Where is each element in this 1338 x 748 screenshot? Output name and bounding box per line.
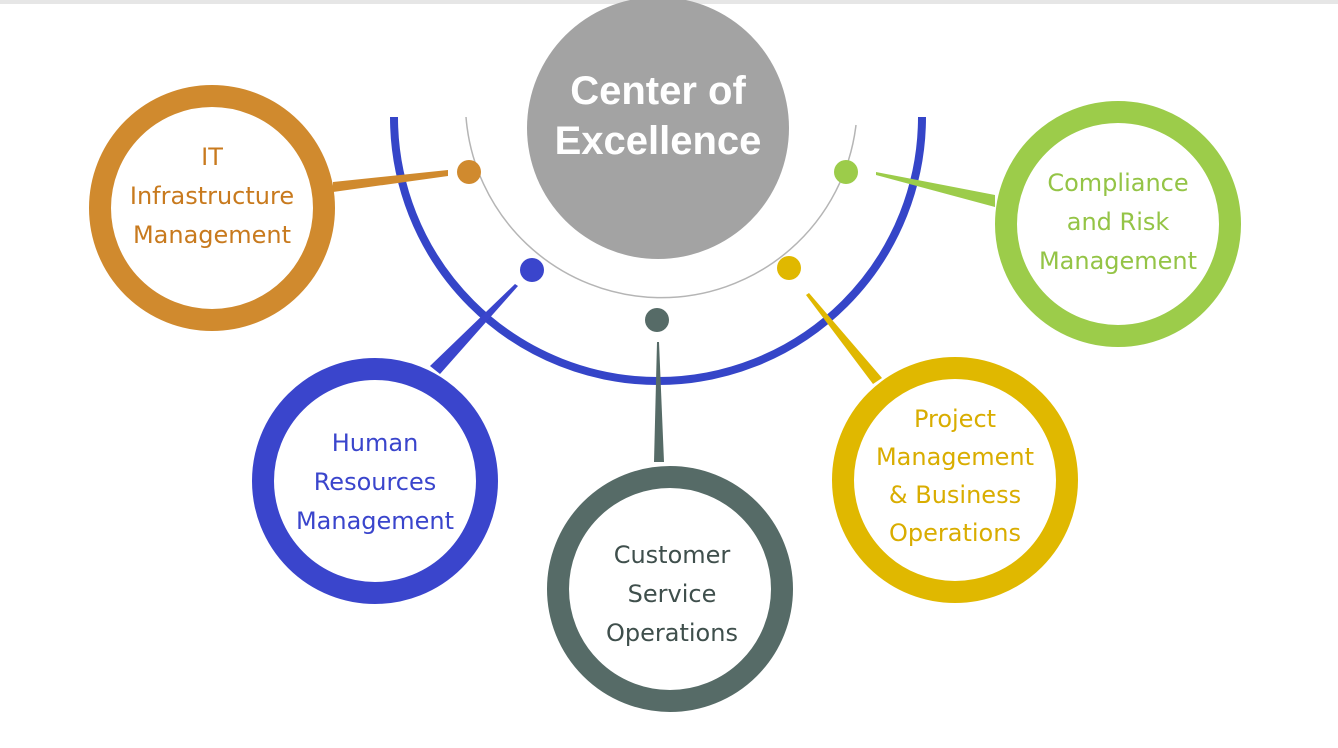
label-line: Management (295, 507, 455, 535)
node-circle-compliance (995, 101, 1241, 347)
dot-it (457, 160, 481, 184)
dot-hr (520, 258, 544, 282)
connector-it (333, 170, 448, 192)
label-line: Compliance (1047, 169, 1189, 197)
label-line: Service (627, 580, 717, 608)
label-line: Customer (613, 541, 731, 569)
label-line: Project (913, 405, 997, 433)
label-line: Management (132, 221, 292, 249)
label-line: Human (331, 429, 419, 457)
thin-arc (465, 116, 857, 299)
label-line: and Risk (1066, 208, 1170, 236)
label-line: Management (1038, 247, 1198, 275)
node-label-it: IT Infrastructure Management (112, 138, 312, 255)
connector-hr (430, 284, 518, 374)
node-circle-hr (252, 358, 498, 604)
connector-project (806, 293, 882, 384)
connector-customer (654, 342, 664, 462)
center-label-line2: Excellence (554, 119, 762, 163)
center-label: Center of Excellence (527, 66, 789, 166)
label-line: Resources (313, 468, 437, 496)
label-line: IT (201, 143, 223, 171)
node-circle-it (89, 85, 335, 331)
node-label-hr: Human Resources Management (275, 424, 475, 541)
dot-project (777, 256, 801, 280)
connector-compliance (876, 172, 995, 207)
label-line: Operations (606, 619, 738, 647)
node-label-compliance: Compliance and Risk Management (1018, 164, 1218, 281)
label-line: & Business (888, 481, 1022, 509)
node-label-customer: Customer Service Operations (572, 536, 772, 653)
node-circle-customer (547, 466, 793, 712)
center-circle (527, 0, 789, 259)
node-label-project: Project Management & Business Operations (855, 400, 1055, 552)
label-line: Management (875, 443, 1035, 471)
dot-customer (645, 308, 669, 332)
dot-compliance (834, 160, 858, 184)
label-line: Infrastructure (129, 182, 295, 210)
center-label-line1: Center of (570, 69, 746, 113)
node-circle-project (832, 357, 1078, 603)
label-line: Operations (889, 519, 1021, 547)
